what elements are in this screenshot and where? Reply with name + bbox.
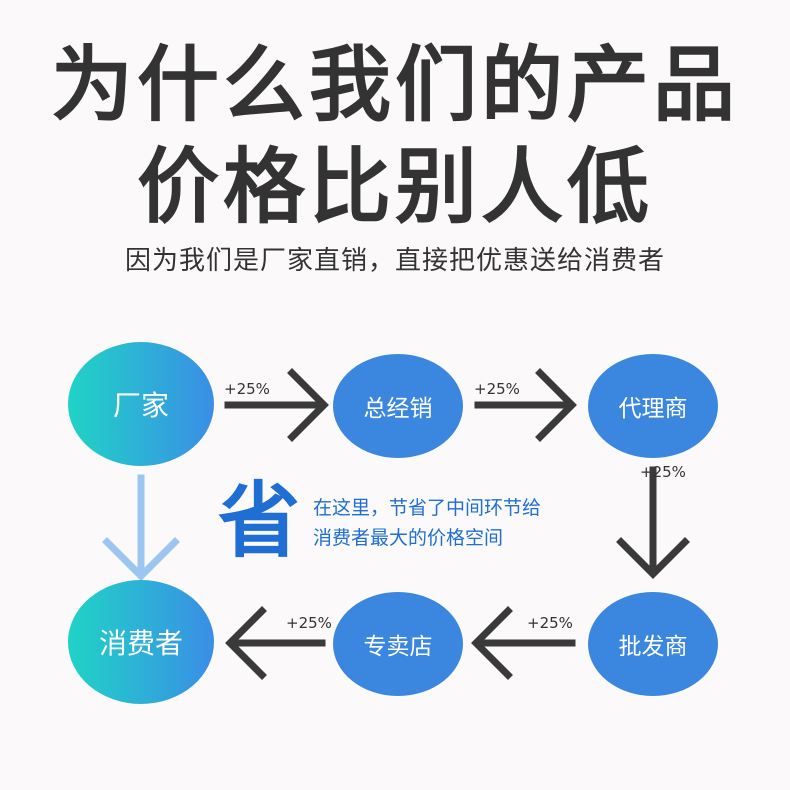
node-agent: 代理商 bbox=[588, 354, 718, 458]
markup-label-store-consumer: +25% bbox=[286, 614, 332, 632]
savings-caption-line-1: 在这里，节省了中间环节给 bbox=[313, 497, 542, 519]
node-wholesaler: 批发商 bbox=[588, 592, 718, 696]
savings-caption-line-2: 消费者最大的价格空间 bbox=[313, 527, 504, 549]
node-retail-store: 专卖店 bbox=[333, 592, 463, 696]
main-title-line-2: 价格比别人低 bbox=[136, 140, 653, 235]
save-char: 省 bbox=[218, 474, 301, 569]
arrow-general-to-agent bbox=[474, 368, 577, 442]
main-title-line-1: 为什么我们的产品 bbox=[50, 38, 739, 133]
arrow-wholesaler-to-store bbox=[471, 606, 576, 680]
node-consumer: 消费者 bbox=[68, 580, 214, 704]
arrow-store-to-consumer bbox=[225, 606, 326, 680]
markup-label-general-agent: +25% bbox=[474, 380, 520, 398]
arrow-agent-to-wholesaler bbox=[616, 466, 690, 579]
arrow-factory-to-consumer bbox=[102, 474, 180, 581]
markup-label-wholesaler-store: +25% bbox=[527, 614, 573, 632]
markup-label-agent-wholesaler: +25% bbox=[640, 463, 686, 481]
subtitle: 因为我们是厂家直销，直接把优惠送给消费者 bbox=[124, 246, 665, 276]
markup-label-factory-general: +25% bbox=[224, 380, 270, 398]
node-general-distributor: 总经销 bbox=[333, 354, 463, 458]
savings-caption: 在这里，节省了中间环节给 消费者最大的价格空间 bbox=[313, 493, 541, 553]
arrow-factory-to-general bbox=[224, 368, 329, 442]
node-factory: 厂家 bbox=[68, 342, 214, 466]
